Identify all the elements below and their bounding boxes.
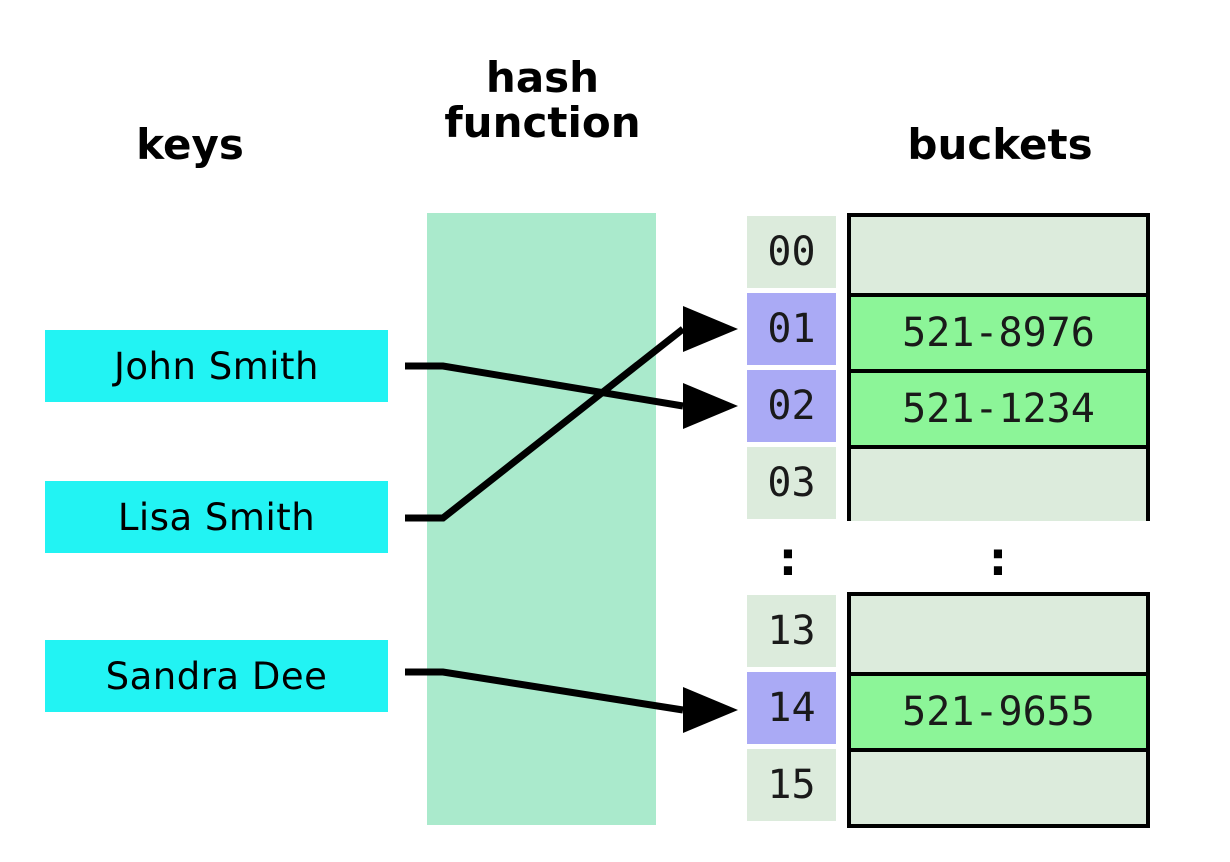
key-box-lisa-smith[interactable]: Lisa Smith xyxy=(45,481,388,553)
key-label: John Smith xyxy=(114,344,319,388)
bucket-row[interactable] xyxy=(851,748,1146,824)
index-cell-03[interactable]: 03 xyxy=(747,447,836,519)
index-cell-13[interactable]: 13 xyxy=(747,595,836,667)
bucket-row[interactable]: 521-8976 xyxy=(851,293,1146,369)
arrowhead-to-01 xyxy=(683,306,738,352)
bucket-row[interactable] xyxy=(851,217,1146,293)
index-column-ellipsis: : xyxy=(778,532,798,586)
key-box-sandra-dee[interactable]: Sandra Dee xyxy=(45,640,388,712)
index-cell-02[interactable]: 02 xyxy=(747,370,836,442)
hash-function-band xyxy=(427,213,656,825)
bucket-column-ellipsis: : xyxy=(988,532,1008,586)
bucket-row[interactable] xyxy=(851,596,1146,672)
index-cell-15[interactable]: 15 xyxy=(747,749,836,821)
buckets-heading: buckets xyxy=(907,120,1093,169)
key-box-john-smith[interactable]: John Smith xyxy=(45,330,388,402)
hash-function-heading: hash function xyxy=(444,53,641,148)
keys-heading: keys xyxy=(136,120,244,169)
index-cell-14[interactable]: 14 xyxy=(747,672,836,744)
arrowhead-to-14 xyxy=(683,687,738,733)
index-cell-00[interactable]: 00 xyxy=(747,216,836,288)
bucket-row[interactable]: 521-9655 xyxy=(851,672,1146,748)
index-cell-01[interactable]: 01 xyxy=(747,293,836,365)
key-label: Lisa Smith xyxy=(117,495,316,539)
bucket-table-upper: 521-8976 521-1234 xyxy=(847,213,1150,521)
key-label: Sandra Dee xyxy=(105,654,328,698)
arrowhead-to-02 xyxy=(683,383,738,429)
bucket-row[interactable] xyxy=(851,445,1146,521)
bucket-row[interactable]: 521-1234 xyxy=(851,369,1146,445)
bucket-table-lower: 521-9655 xyxy=(847,592,1150,828)
